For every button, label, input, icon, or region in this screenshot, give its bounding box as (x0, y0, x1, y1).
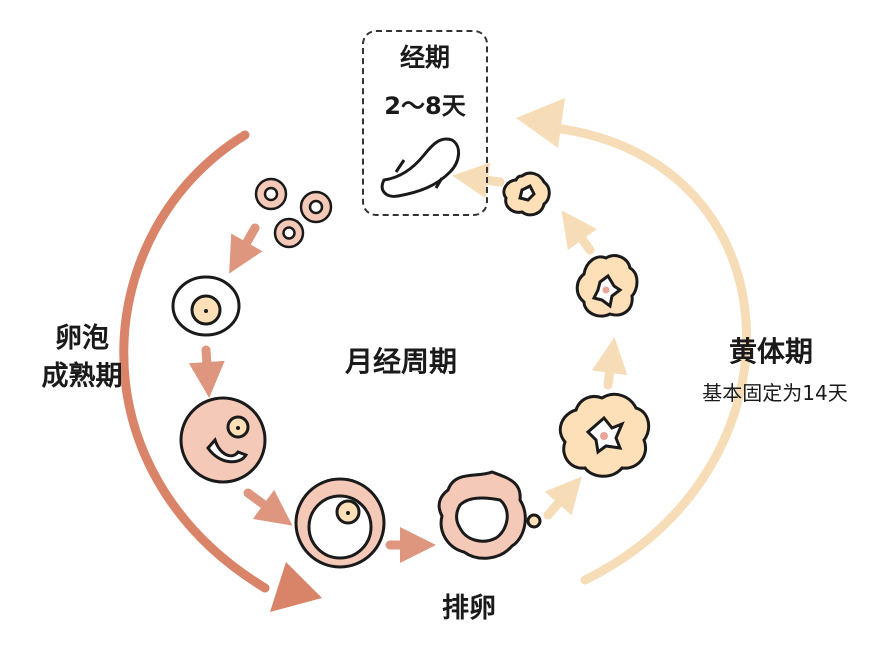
luteal-phase-arrow (550, 123, 752, 585)
follicle-icon (294, 477, 386, 569)
egg-cell-icon (171, 275, 241, 337)
menses-title: 经期 (399, 43, 450, 72)
luteal-arrowhead (516, 98, 565, 148)
menses-duration: 2～8天 (384, 92, 466, 120)
ovulation-label: 排卵 (442, 593, 496, 624)
corpus-luteum-icon (575, 254, 639, 318)
ovulation-follicle-icon (437, 470, 542, 560)
follicular-line2: 成熟期 (41, 361, 123, 392)
luteal-phase-title: 黄体期 (728, 335, 813, 368)
luteal-phase-note: 基本固定为14天 (702, 381, 848, 405)
inner-arrows-follicular (188, 223, 436, 563)
follicular-phase-arrow (119, 130, 270, 593)
menses-box (362, 30, 488, 216)
corpus-albicans-icon (502, 171, 551, 217)
cycle-title: 月经周期 (345, 345, 458, 378)
sanitary-pad-icon (380, 137, 460, 198)
inner-arrows-luteal (452, 162, 628, 520)
corpus-luteum-icon (558, 392, 651, 478)
follicle-icon (254, 177, 333, 249)
follicular-arrowhead (270, 562, 322, 612)
follicular-phase-label: 卵泡 成熟期 (22, 320, 142, 396)
follicular-line1: 卵泡 (55, 323, 109, 354)
follicle-icon (179, 396, 267, 484)
